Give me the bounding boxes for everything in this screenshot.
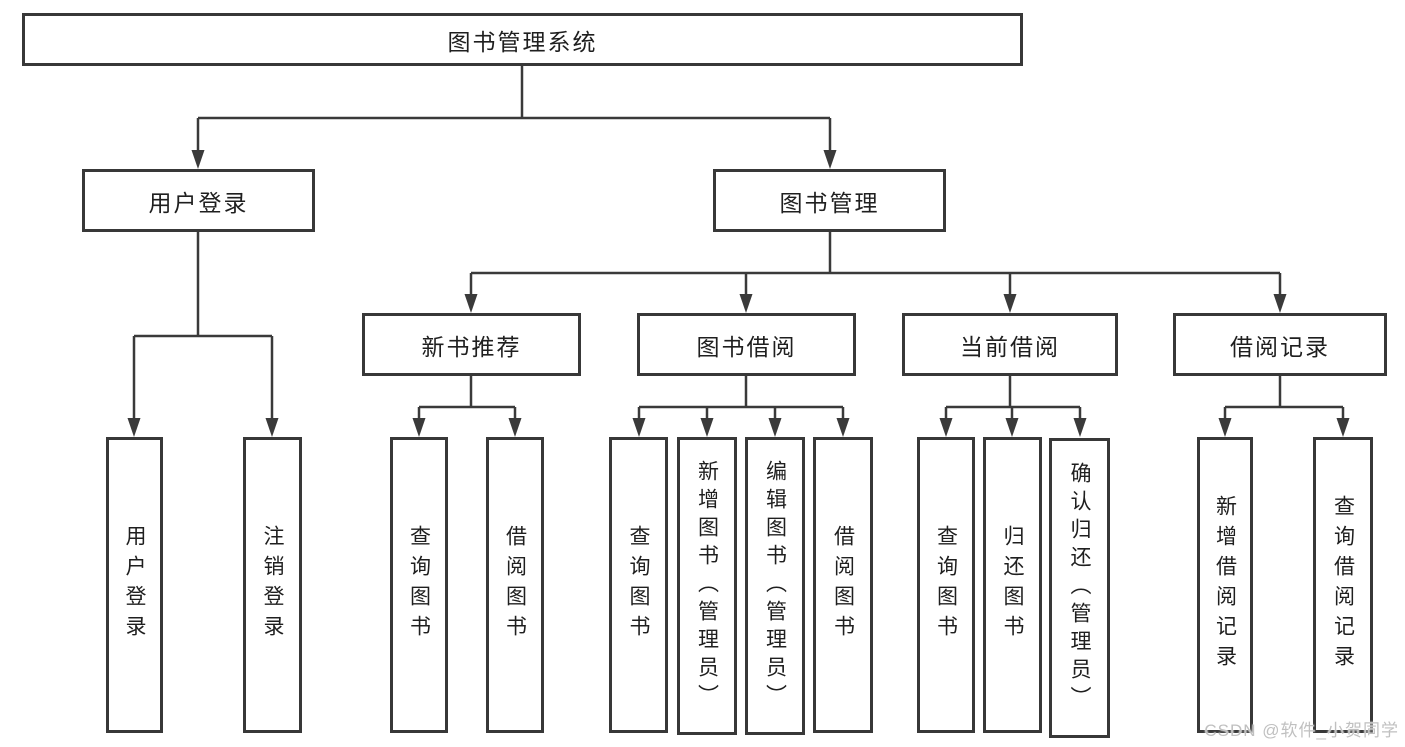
csdn-watermark: CSDN @软件_小贺同学 — [1204, 721, 1399, 740]
leaf-query-book-borrow: 查询图书 — [609, 437, 668, 733]
leaf-edit-book-admin: 编辑图书（管理员） — [745, 437, 805, 735]
node-label: 借阅记录 — [1230, 333, 1330, 360]
node-label: 新书推荐 — [421, 333, 522, 360]
leaf-label: 查询图书 — [934, 525, 958, 645]
node-current-borrow: 当前借阅 — [902, 313, 1118, 376]
leaf-query-book-recommend: 查询图书 — [390, 437, 448, 733]
leaf-label: 编辑图书（管理员） — [763, 460, 787, 712]
leaf-add-book-admin: 新增图书（管理员） — [677, 437, 737, 735]
leaf-label: 用户登录 — [123, 525, 146, 645]
leaf-label: 查询图书 — [407, 525, 431, 645]
leaf-user-login: 用户登录 — [106, 437, 163, 733]
leaf-label: 注销登录 — [261, 525, 284, 645]
node-label: 图书管理系统 — [447, 28, 598, 55]
node-library-management-system: 图书管理系统 — [22, 13, 1023, 66]
node-book-management: 图书管理 — [713, 169, 946, 232]
leaf-query-book-current: 查询图书 — [917, 437, 975, 733]
node-borrow-records: 借阅记录 — [1173, 313, 1387, 376]
leaf-label: 查询借阅记录 — [1331, 495, 1355, 675]
node-user-login: 用户登录 — [82, 169, 315, 232]
leaf-label: 借阅图书 — [503, 525, 527, 645]
leaf-logout: 注销登录 — [243, 437, 302, 733]
leaf-label: 借阅图书 — [831, 525, 855, 645]
leaf-add-borrow-record: 新增借阅记录 — [1197, 437, 1253, 733]
leaf-label: 新增借阅记录 — [1213, 495, 1237, 675]
leaf-label: 新增图书（管理员） — [695, 460, 719, 712]
arrowheads — [127, 150, 1350, 437]
node-book-borrow: 图书借阅 — [637, 313, 856, 376]
leaf-label: 归还图书 — [1001, 525, 1024, 645]
node-label: 当前借阅 — [960, 333, 1060, 360]
node-label: 图书管理 — [779, 189, 880, 216]
leaf-query-borrow-record: 查询借阅记录 — [1313, 437, 1373, 733]
leaf-confirm-return-admin: 确认归还（管理员） — [1049, 438, 1110, 738]
node-new-book-recommend: 新书推荐 — [362, 313, 581, 376]
leaf-borrow-book: 借阅图书 — [813, 437, 873, 733]
leaf-borrow-book-recommend: 借阅图书 — [486, 437, 544, 733]
leaf-label: 查询图书 — [627, 525, 650, 645]
node-label: 用户登录 — [148, 189, 249, 216]
leaf-label: 确认归还（管理员） — [1068, 462, 1091, 714]
leaf-return-book: 归还图书 — [983, 437, 1042, 733]
node-label: 图书借阅 — [696, 333, 797, 360]
